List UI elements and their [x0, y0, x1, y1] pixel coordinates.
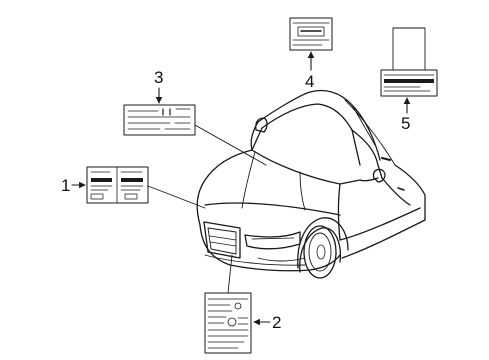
callout-number-5: 5 — [401, 114, 410, 133]
label-1 — [86, 166, 149, 204]
leader-label-2 — [227, 254, 233, 294]
leader-label-1 — [147, 185, 206, 209]
leader-label-3 — [194, 124, 267, 166]
label-4 — [289, 17, 333, 51]
callout-number-2: 2 — [272, 313, 281, 332]
callout-numbers: 1 2 3 4 5 — [61, 68, 410, 332]
leader-lines — [147, 124, 267, 294]
car-illustration — [196, 89, 426, 279]
callout-number-1: 1 — [61, 176, 70, 195]
callout-number-4: 4 — [305, 72, 314, 91]
label-2 — [204, 292, 252, 354]
label-3 — [123, 104, 196, 136]
callout-arrows — [71, 51, 411, 326]
callout-number-3: 3 — [154, 68, 163, 87]
label-5 — [380, 27, 438, 97]
